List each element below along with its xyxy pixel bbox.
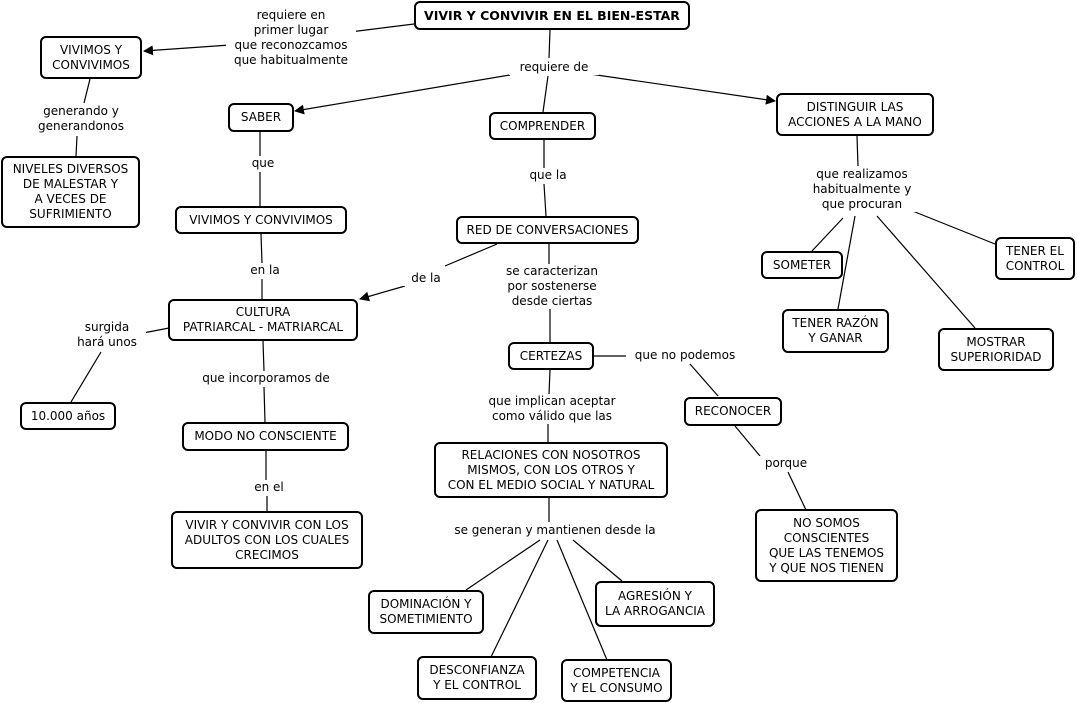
link-que-no-podemos-to-reconocer: [689, 363, 719, 397]
link-vivimos-mid-to-en-la: [260, 233, 263, 264]
label-requiere-primer-lugar: requiere en primer lugar que reconozcamo…: [226, 8, 356, 68]
link-certezas-to-que-implican: [548, 369, 551, 395]
node-saber[interactable]: SABER: [228, 103, 294, 132]
link-distinguir-to-que-realizamos: [856, 135, 859, 167]
node-distinguir[interactable]: DISTINGUIR LAS ACCIONES A LA MANO: [776, 93, 934, 136]
node-cultura[interactable]: CULTURA PATRIARCAL - MATRIARCAL: [168, 299, 358, 341]
node-dominacion[interactable]: DOMINACIÓN Y SOMETIMIENTO: [368, 590, 484, 634]
node-niveles-diversos[interactable]: NIVELES DIVERSOS DE MALESTAR Y A VECES D…: [1, 156, 140, 228]
node-no-somos-conscientes[interactable]: NO SOMOS CONSCIENTES QUE LAS TENEMOS Y Q…: [755, 509, 898, 582]
node-tener-razon[interactable]: TENER RAZÓN Y GANAR: [782, 309, 889, 353]
node-10000-anos[interactable]: 10.000 años: [20, 402, 116, 430]
node-certezas[interactable]: CERTEZAS: [508, 342, 594, 370]
label-que-implican: que implican aceptar como válido que las: [480, 394, 624, 424]
label-que-realizamos: que realizamos habitualmente y que procu…: [800, 167, 924, 212]
node-vivir-y-convivir[interactable]: VIVIR Y CONVIVIR EN EL BIEN-ESTAR: [414, 1, 690, 30]
label-surgida: surgida hará unos: [68, 320, 146, 350]
link-se-generan-to-agresion: [572, 539, 623, 582]
node-relaciones[interactable]: RELACIONES CON NOSOTROS MISMOS, CON LOS …: [434, 442, 668, 498]
label-generando: generando y generandonos: [28, 104, 134, 134]
link-root-to-requiere-de: [548, 29, 551, 59]
link-que-realizamos-to-tener-razon: [837, 215, 856, 310]
link-se-generan-to-competencia: [556, 539, 608, 661]
link-que-incorporamos-to-modo: [263, 386, 266, 423]
link-cultura-to-que-incorporamos: [262, 340, 265, 372]
link-que-realizamos-to-mostrar: [876, 215, 976, 329]
link-root-to-label-requiere: [349, 23, 415, 33]
label-que-incorporamos: que incorporamos de: [190, 371, 342, 386]
label-que-no-podemos: que no podemos: [626, 348, 744, 363]
link-se-generan-to-desconfianza: [489, 539, 549, 660]
link-porque-to-no-somos: [787, 471, 807, 511]
node-agresion[interactable]: AGRESIÓN Y LA ARROGANCIA: [595, 581, 715, 627]
link-generando-to-niveles: [75, 135, 78, 157]
label-que-la: que la: [520, 168, 576, 183]
link-que-realizamos-to-someter: [811, 217, 844, 252]
node-someter[interactable]: SOMETER: [761, 251, 843, 279]
node-red-de-conversaciones[interactable]: RED DE CONVERSACIONES: [456, 216, 639, 244]
link-requiere-de-to-distinguir: [589, 73, 776, 105]
link-red-to-de-la: [444, 243, 498, 267]
node-vivimos-y-convivimos-mid[interactable]: VIVIMOS Y CONVIVIMOS: [175, 206, 347, 234]
label-en-la: en la: [240, 263, 290, 278]
node-competencia[interactable]: COMPETENCIA Y EL CONSUMO: [561, 659, 672, 702]
label-de-la: de la: [402, 271, 450, 286]
node-mostrar-superioridad[interactable]: MOSTRAR SUPERIORIDAD: [938, 328, 1054, 371]
label-que: que: [244, 156, 282, 171]
link-requiere-de-to-comprender: [542, 75, 549, 113]
label-en-el: en el: [244, 480, 294, 495]
link-se-generan-to-dominacion: [465, 539, 541, 591]
node-comprender[interactable]: COMPRENDER: [489, 112, 596, 140]
label-requiere-de: requiere de: [509, 60, 599, 75]
node-reconocer[interactable]: RECONOCER: [684, 397, 782, 426]
node-tener-el-control[interactable]: TENER EL CONTROL: [995, 237, 1075, 280]
link-surgida-to-anos: [70, 351, 102, 403]
link-vivimos-to-generando: [83, 78, 91, 104]
link-requiere-de-to-saber: [294, 74, 511, 115]
label-se-caracterizan: se caracterizan por sostenerse desde cie…: [494, 264, 610, 309]
label-porque: porque: [756, 456, 816, 471]
link-label-to-vivimos-top: [143, 44, 231, 56]
node-desconfianza[interactable]: DESCONFIANZA Y EL CONTROL: [417, 656, 537, 700]
label-se-generan: se generan y mantienen desde la: [446, 523, 664, 538]
node-vivir-y-convivir-adultos[interactable]: VIVIR Y CONVIVIR CON LOS ADULTOS CON LOS…: [171, 511, 363, 569]
node-modo-no-consciente[interactable]: MODO NO CONSCIENTE: [182, 422, 349, 451]
node-vivimos-y-convivimos-top[interactable]: VIVIMOS Y CONVIVIMOS: [40, 36, 142, 79]
link-que-la-to-red: [543, 183, 547, 217]
link-que-realizamos-to-tener-control: [909, 209, 996, 245]
link-de-la-to-cultura: [359, 285, 406, 302]
link-reconocer-to-porque: [734, 425, 761, 457]
